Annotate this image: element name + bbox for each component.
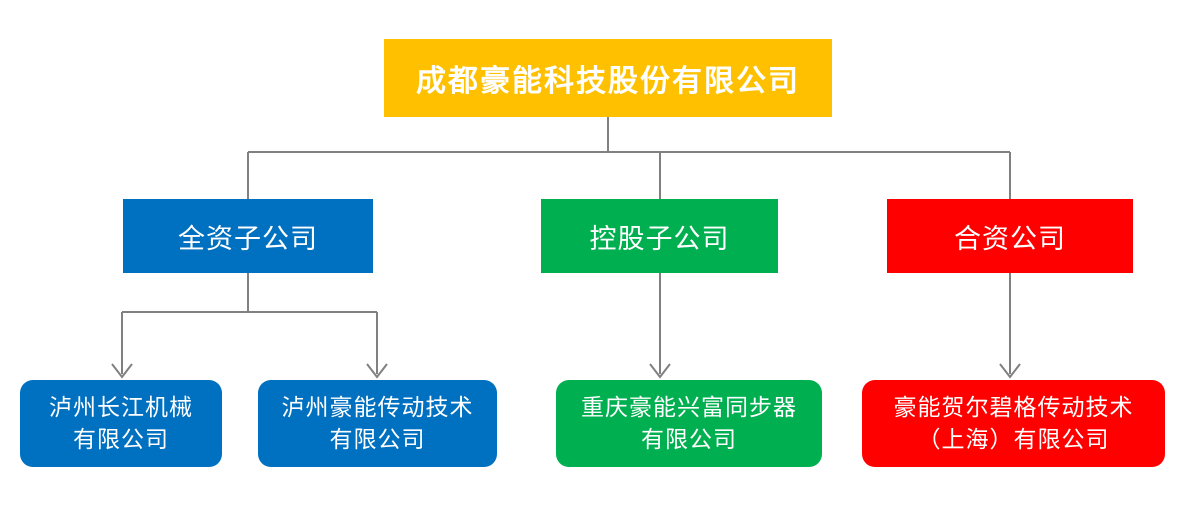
arrowhead-leaf1-icon	[111, 363, 133, 379]
company-name-line: 有限公司	[329, 425, 426, 452]
arrowhead-leaf2-icon	[366, 363, 388, 379]
node-category-joint-venture: 合资公司	[887, 199, 1133, 273]
node-company-luzhou-changjiang: 泸州长江机械 有限公司	[20, 380, 222, 467]
node-company-luzhou-haoneng: 泸州豪能传动技术 有限公司	[258, 380, 497, 467]
company-name-line: 重庆豪能兴富同步器	[581, 393, 797, 420]
node-category-holding: 控股子公司	[541, 199, 778, 273]
company-name-line: 泸州长江机械	[49, 393, 193, 420]
company-name-line: 有限公司	[641, 425, 737, 452]
arrowhead-leaf4-icon	[999, 363, 1021, 379]
company-name-line: （上海）有限公司	[917, 425, 1110, 452]
company-name-line: 豪能贺尔碧格传动技术	[893, 393, 1134, 420]
company-name-line: 有限公司	[73, 425, 169, 452]
node-company-chongqing-xingfu: 重庆豪能兴富同步器 有限公司	[556, 380, 822, 467]
node-root-company: 成都豪能科技股份有限公司	[384, 39, 832, 117]
node-category-wholly-owned: 全资子公司	[123, 199, 373, 273]
node-company-hoerbiger-shanghai: 豪能贺尔碧格传动技术 （上海）有限公司	[862, 380, 1165, 467]
arrowhead-leaf3-icon	[649, 363, 671, 379]
company-name-line: 泸州豪能传动技术	[281, 393, 474, 420]
